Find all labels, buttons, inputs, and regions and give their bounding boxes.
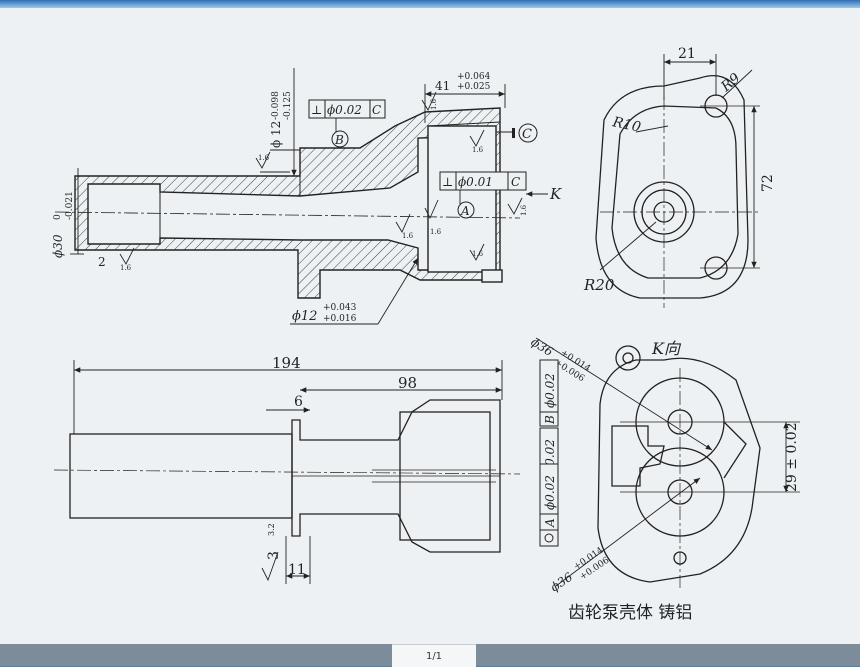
datum-c-marker: C bbox=[512, 123, 538, 143]
perpendicular-symbol: ⊥ bbox=[311, 103, 322, 117]
perp-mid-value: ϕ0.01 bbox=[458, 175, 493, 189]
roughness-6: 1.6 bbox=[472, 250, 484, 258]
perp-mid-datum: C bbox=[511, 175, 520, 189]
position-tolerance-frame-1: ϕ0.02 B bbox=[539, 359, 559, 427]
roughness-5: 1.6 bbox=[120, 264, 132, 272]
tol-12-upper: -0.098 bbox=[271, 91, 281, 120]
gdt-3-datum: A bbox=[543, 518, 557, 528]
roughness-1: 1.6 bbox=[258, 154, 270, 162]
dim-194: 194 bbox=[272, 354, 301, 372]
tol-30-upper: 0 bbox=[53, 214, 63, 220]
position-symbol bbox=[544, 533, 554, 543]
document-viewer[interactable]: ⊥ ϕ0.02 C B C ⊥ ϕ0.01 C bbox=[0, 8, 860, 667]
roughness-mark bbox=[395, 213, 411, 233]
dim-29: 29 ± 0.02 bbox=[784, 422, 800, 492]
page-indicator[interactable]: 1/1 bbox=[392, 644, 476, 667]
section-view bbox=[54, 107, 521, 299]
dim-r20: R20 bbox=[583, 276, 615, 294]
perp-top-value: ϕ0.02 bbox=[327, 103, 362, 117]
chamfer-2: 2 bbox=[98, 255, 106, 269]
engineering-drawing: ⊥ ϕ0.02 C B C ⊥ ϕ0.01 C bbox=[51, 46, 800, 623]
tol-bore-lower: +0.016 bbox=[323, 314, 357, 324]
dim-98: 98 bbox=[398, 374, 417, 392]
roughness-mark bbox=[421, 91, 437, 111]
gdt-1-datum: B bbox=[543, 415, 557, 425]
perpendicularity-frame-mid: ⊥ ϕ0.01 C bbox=[439, 171, 527, 191]
section-view-dimension-lines bbox=[70, 68, 548, 325]
dim-41: 41 bbox=[435, 79, 450, 93]
roughness-mark bbox=[469, 129, 485, 147]
k-view bbox=[597, 345, 800, 588]
tol-12-lower: -0.125 bbox=[283, 91, 293, 120]
roughness-3-2: 3.2 bbox=[267, 523, 276, 536]
bottom-view-dimension-lines bbox=[73, 360, 503, 584]
dim-dia-12-bore: ϕ12 bbox=[292, 309, 317, 324]
roughness-mark bbox=[119, 247, 135, 265]
position-tolerance-frame-3: ϕ0.02 A bbox=[539, 463, 559, 547]
tol-30-lower: -0.021 bbox=[65, 191, 75, 220]
gdt-1-value: ϕ0.02 bbox=[543, 373, 557, 408]
dim-6: 6 bbox=[294, 394, 303, 410]
k-view-title: K向 bbox=[651, 339, 682, 358]
k-view-dimension-lines bbox=[535, 337, 789, 587]
tol-41-lower: +0.025 bbox=[457, 82, 491, 92]
dim-21: 21 bbox=[678, 46, 696, 62]
drawing-sheet: ⊥ ϕ0.02 C B C ⊥ ϕ0.01 C bbox=[0, 8, 860, 644]
dim-3: 3 bbox=[266, 551, 282, 560]
roughness-mark bbox=[255, 151, 271, 169]
datum-c-label: C bbox=[522, 127, 532, 142]
roughness-mark bbox=[507, 197, 523, 215]
page-indicator-text: 1/1 bbox=[425, 650, 443, 662]
datum-b-label: B bbox=[334, 133, 344, 147]
dim-r10: R10 bbox=[610, 114, 642, 136]
end-view-dimension-lines bbox=[599, 54, 757, 271]
dim-dia-30: ϕ30 bbox=[51, 234, 65, 258]
roughness-mark bbox=[424, 199, 439, 220]
drawing-title: 齿轮泵壳体 铸铝 bbox=[568, 603, 692, 623]
perpendicular-symbol: ⊥ bbox=[442, 175, 453, 189]
datum-b-marker: B bbox=[331, 130, 349, 148]
dim-11: 11 bbox=[288, 562, 306, 578]
roughness-8: 1.6 bbox=[430, 228, 442, 236]
datum-a-marker: A bbox=[457, 201, 475, 219]
tol-bore-upper: +0.043 bbox=[323, 303, 357, 313]
dim-dia-36-top: ϕ36 bbox=[528, 335, 556, 359]
k-view-direction-label: K bbox=[549, 185, 562, 203]
perp-top-datum: C bbox=[372, 103, 381, 117]
roughness-3: 1.6 bbox=[472, 146, 484, 154]
window-title-bar bbox=[0, 0, 860, 8]
tol-41-upper: +0.064 bbox=[457, 72, 491, 82]
roughness-mark bbox=[469, 243, 485, 261]
dim-dia-12: ϕ 12 bbox=[269, 121, 283, 148]
roughness-4: 1.6 bbox=[402, 232, 414, 240]
roughness-2: 1.6 bbox=[430, 98, 438, 110]
dim-dia-36-bottom: ϕ36 bbox=[548, 570, 576, 595]
end-view bbox=[595, 74, 760, 308]
datum-a-label: A bbox=[460, 204, 470, 218]
bottom-view bbox=[53, 399, 521, 553]
gdt-3-value: ϕ0.02 bbox=[543, 475, 557, 510]
dim-72: 72 bbox=[760, 174, 776, 192]
roughness-7: 1.6 bbox=[520, 204, 528, 216]
perpendicularity-frame-top: ⊥ ϕ0.02 C bbox=[308, 99, 386, 119]
